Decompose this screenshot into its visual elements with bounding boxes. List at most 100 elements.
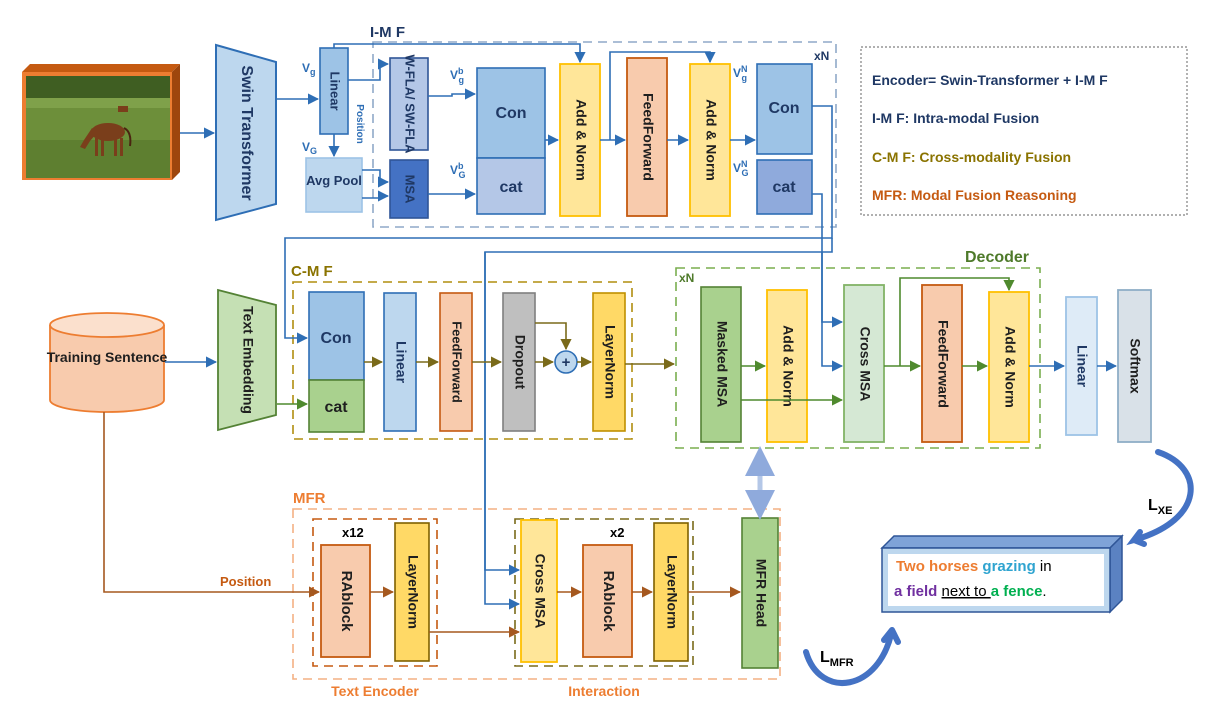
lxe-label: LXE bbox=[1148, 497, 1172, 517]
linear-out-label: Linear bbox=[1074, 345, 1090, 388]
linear-cmf-label: Linear bbox=[393, 341, 409, 384]
feedforward-imf-block bbox=[626, 57, 668, 217]
mfr-group-label: MFR bbox=[293, 490, 326, 507]
legend-box bbox=[860, 46, 1188, 216]
decoder-group-border bbox=[675, 267, 1041, 449]
layernorm-cmf-block bbox=[592, 292, 626, 432]
lxe-arrow bbox=[1126, 449, 1194, 547]
rablock-int-label: RAblock bbox=[600, 571, 617, 633]
wfla-block bbox=[389, 57, 429, 151]
caption-line-2: a field next to a fence. bbox=[894, 583, 1047, 600]
cross-msa-int-block bbox=[520, 519, 558, 663]
linear-imf-label: Linear bbox=[328, 71, 343, 110]
msa-imf-label: MSA bbox=[403, 175, 418, 205]
cross-msa-dec-block bbox=[843, 284, 885, 443]
caption-word-two-horses: Two horses bbox=[896, 558, 982, 575]
add-norm-dec-2-label: Add & Norm bbox=[1002, 326, 1018, 408]
legend-imf: I-M F: Intra-modal Fusion bbox=[872, 110, 1039, 126]
vg-label: Vg bbox=[302, 61, 316, 77]
mfr-head-block bbox=[741, 517, 779, 669]
blue-connectors bbox=[180, 43, 844, 610]
decoder-repeat-label: xN bbox=[679, 271, 694, 285]
feedforward-dec-block bbox=[921, 284, 963, 443]
feedforward-dec-label: FeedForward bbox=[935, 320, 951, 408]
add-norm-imf-1-label: Add & Norm bbox=[573, 99, 589, 181]
olive-connectors bbox=[364, 322, 676, 370]
feedforward-cmf-block bbox=[439, 292, 473, 432]
text-embedding-label: Text Embedding bbox=[240, 306, 256, 414]
text-encoder-label: Text Encoder bbox=[331, 683, 419, 699]
dropout-label: Dropout bbox=[512, 335, 528, 390]
caption-period: . bbox=[1042, 583, 1046, 600]
imf-repeat-label: xN bbox=[814, 49, 829, 63]
interaction-border bbox=[514, 518, 694, 667]
plus-symbol: + bbox=[562, 354, 571, 371]
rablock-enc-block bbox=[320, 544, 371, 658]
con-cmf-block bbox=[308, 291, 365, 381]
cross-msa-dec-label: Cross MSA bbox=[857, 327, 873, 402]
vG-label: VG bbox=[302, 140, 317, 156]
caption-word-a-fence: a fence bbox=[991, 583, 1043, 600]
feedforward-cmf-label: FeedForward bbox=[450, 321, 465, 403]
caption-word-next-to: next to bbox=[942, 583, 991, 600]
brown-connectors bbox=[103, 412, 742, 638]
cat-imf-out-block bbox=[756, 159, 813, 215]
cat-imf-block bbox=[476, 157, 546, 215]
masked-msa-block bbox=[700, 286, 742, 443]
feedforward-imf-label: FeedForward bbox=[640, 93, 656, 181]
cat-imf-label: cat bbox=[499, 179, 523, 196]
layernorm-cmf-label: LayerNorm bbox=[602, 325, 618, 399]
masked-msa-label: Masked MSA bbox=[714, 321, 730, 407]
swin-transformer-label: Swin Transformer bbox=[238, 65, 255, 200]
position-imf-label: Position bbox=[354, 104, 365, 143]
con-imf-block bbox=[476, 67, 546, 159]
interaction-repeat-label: x2 bbox=[610, 525, 624, 540]
dropout-block bbox=[502, 292, 536, 432]
rablock-enc-label: RAblock bbox=[338, 571, 355, 633]
caption-word-in: in bbox=[1040, 558, 1052, 575]
decoder-group-label: Decoder bbox=[965, 249, 1029, 266]
imf-group-border bbox=[372, 41, 837, 228]
layernorm-int-label: LayerNorm bbox=[664, 555, 680, 629]
cross-msa-int-label: Cross MSA bbox=[532, 554, 548, 629]
caption-box bbox=[880, 534, 1124, 614]
cmf-group-border bbox=[292, 281, 633, 440]
linear-imf-block bbox=[319, 47, 349, 135]
cmf-group-label: C-M F bbox=[291, 263, 333, 280]
linear-out-block bbox=[1065, 296, 1098, 436]
softmax-block bbox=[1117, 289, 1152, 443]
avg-pool-block bbox=[305, 157, 363, 213]
lmfr-arrow bbox=[803, 627, 901, 687]
add-norm-dec-2-block bbox=[988, 291, 1030, 443]
horse-figure bbox=[80, 123, 132, 156]
mfr-head-label: MFR Head bbox=[753, 559, 769, 627]
con-imf-out-block bbox=[756, 63, 813, 155]
legend-cmf: C-M F: Cross-modality Fusion bbox=[872, 149, 1071, 165]
add-norm-dec-1-label: Add & Norm bbox=[780, 325, 796, 407]
training-sentence-cylinder bbox=[49, 312, 165, 413]
layernorm-enc-label: LayerNorm bbox=[405, 555, 421, 629]
training-sentence-label: Training Sentence bbox=[47, 349, 168, 365]
add-norm-imf-2-label: Add & Norm bbox=[703, 99, 719, 181]
con-cmf-label: Con bbox=[320, 330, 351, 347]
add-norm-dec-1-block bbox=[766, 289, 808, 443]
caption-word-grazing: grazing bbox=[982, 558, 1040, 575]
cat-imf-out-label: cat bbox=[772, 179, 796, 196]
wfla-label: W-FLA/ SW-FLA bbox=[403, 54, 418, 154]
green-connectors bbox=[165, 277, 1118, 410]
msa-imf-block bbox=[389, 159, 429, 219]
cat-cmf-block bbox=[308, 379, 365, 433]
imf-group-label: I-M F bbox=[370, 24, 405, 41]
position-mfr-label: Position bbox=[220, 574, 271, 589]
cat-cmf-label: cat bbox=[324, 399, 348, 416]
text-encoder-repeat-label: x12 bbox=[342, 525, 364, 540]
input-image bbox=[22, 64, 180, 180]
mfr-group-border bbox=[292, 508, 781, 680]
avg-pool-label-1: Avg Pool bbox=[306, 173, 362, 188]
softmax-label: Softmax bbox=[1127, 338, 1143, 393]
